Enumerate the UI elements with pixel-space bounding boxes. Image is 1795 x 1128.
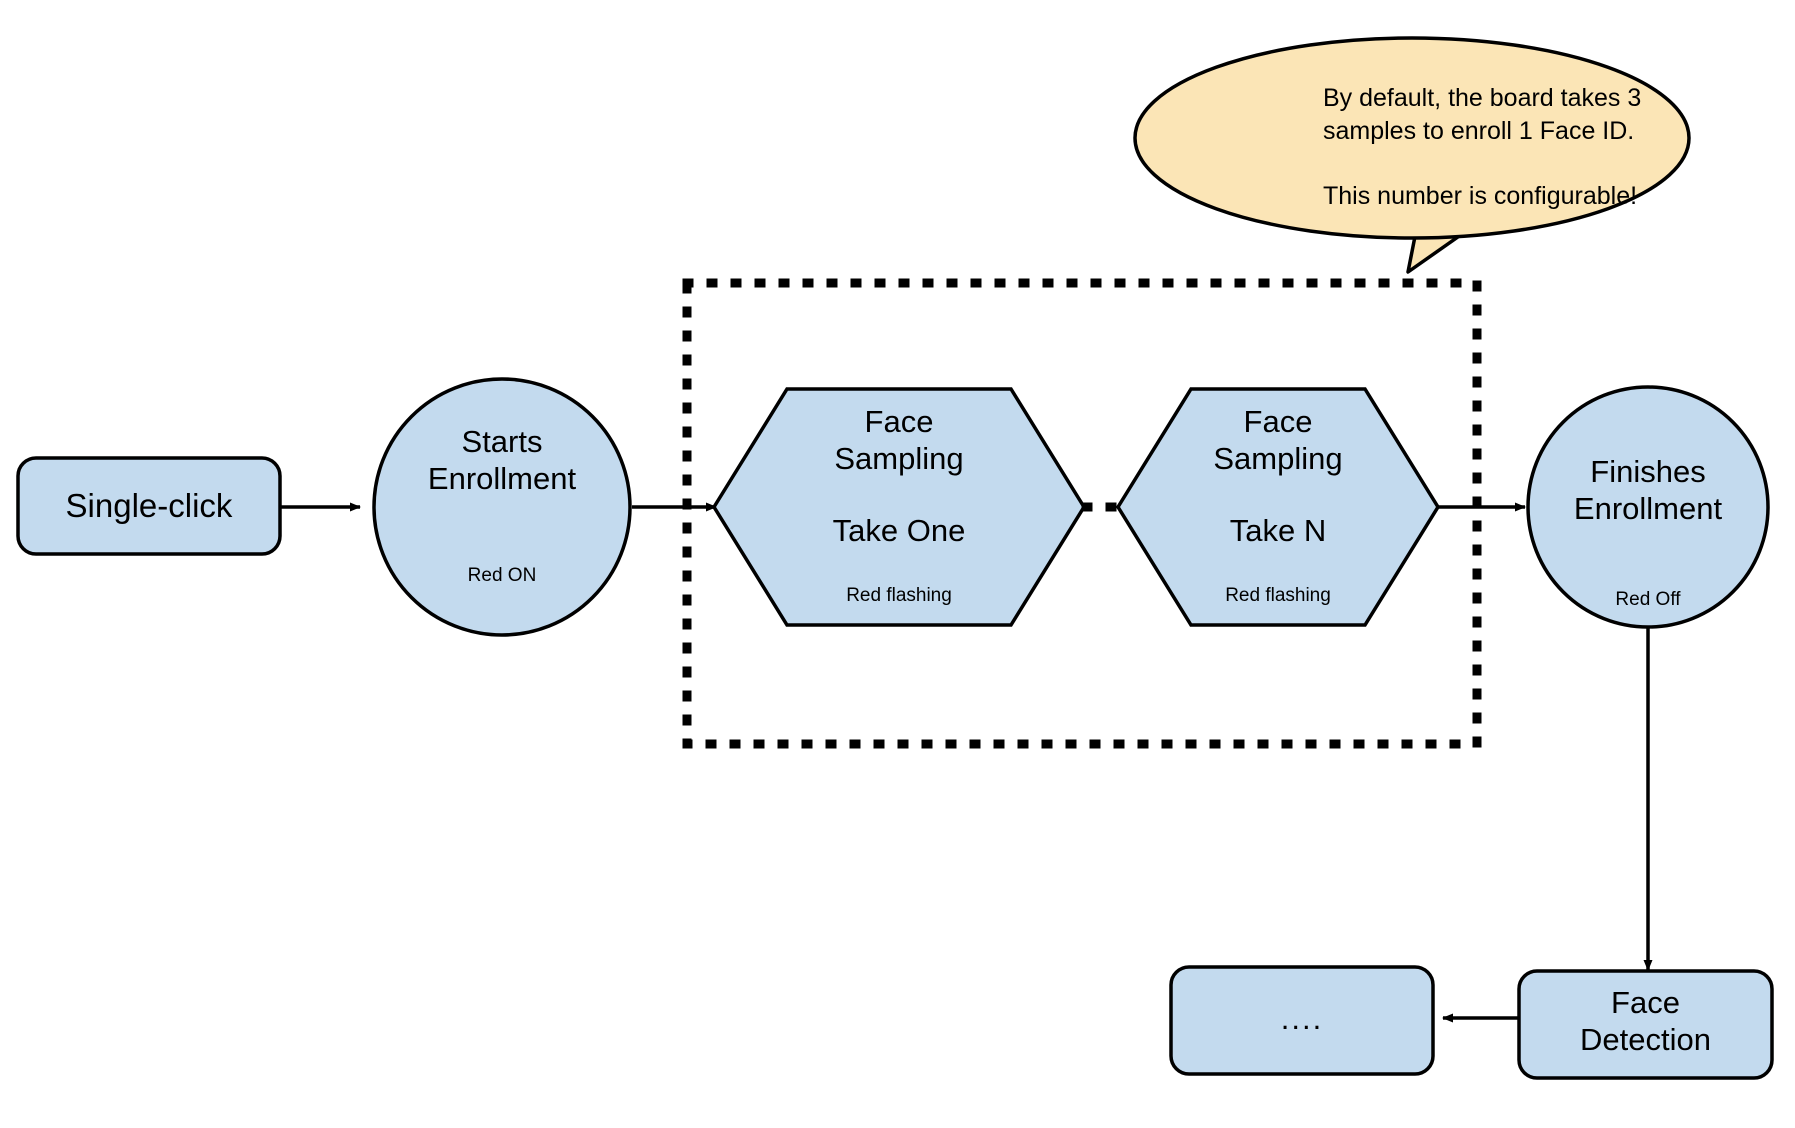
node-face-sampling-n-shape[interactable] — [1115, 387, 1441, 627]
node-single-click-shape[interactable] — [16, 456, 282, 556]
callout-tail-joint — [1362, 200, 1480, 222]
node-finishes-enrollment-shape[interactable] — [1526, 385, 1770, 629]
node-face-detection-shape[interactable] — [1517, 969, 1774, 1080]
callout-bubble — [1133, 36, 1691, 240]
node-face-sampling-one-shape[interactable] — [711, 387, 1087, 627]
node-starts-enrollment-shape[interactable] — [372, 377, 632, 637]
node-continuation-shape[interactable] — [1169, 965, 1435, 1076]
